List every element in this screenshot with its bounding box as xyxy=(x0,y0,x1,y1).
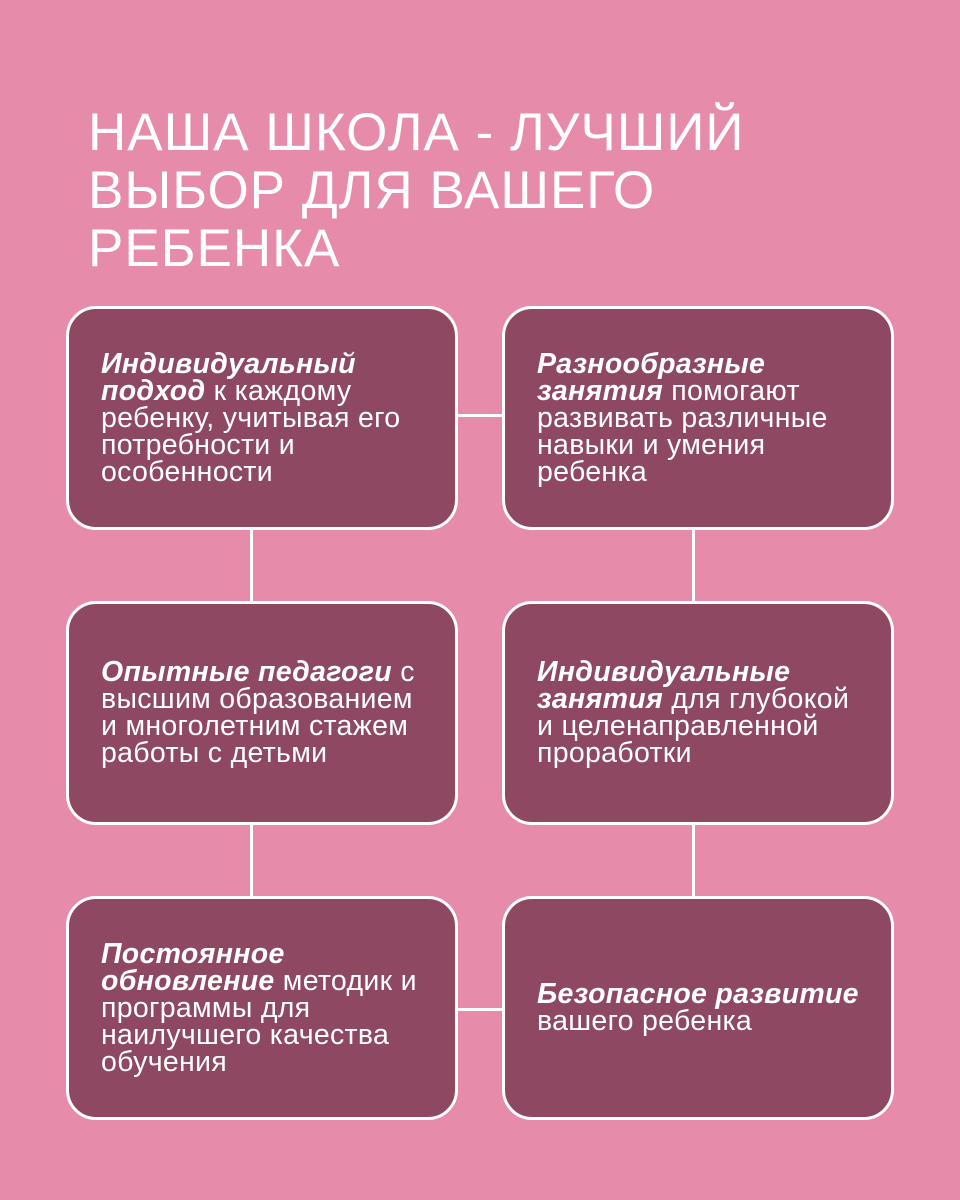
feature-text: Индивидуальные занятия для глубокой и це… xyxy=(537,656,861,769)
title-line-2: ВЫБОР ДЛЯ ВАШЕГО xyxy=(88,161,656,220)
page-title: НАША ШКОЛА - ЛУЧШИЙ ВЫБОР ДЛЯ ВАШЕГО РЕБ… xyxy=(88,104,888,278)
feature-description: с высшим образованием и многолетним стаж… xyxy=(101,656,415,769)
feature-box-safe-development: Безопасное развитие вашего ребенка xyxy=(502,896,894,1120)
feature-highlight: Постоянное обновление xyxy=(101,937,285,997)
title-line-3: РЕБЕНКА xyxy=(88,219,341,278)
feature-box-individual-classes: Индивидуальные занятия для глубокой и це… xyxy=(502,601,894,825)
feature-box-individual-approach: Индивидуальный подход к каждому ребенку,… xyxy=(66,306,458,530)
feature-text: Индивидуальный подход к каждому ребенку,… xyxy=(101,347,425,488)
feature-highlight: Безопасное развитие xyxy=(537,978,859,1010)
connector-left-vertical-2 xyxy=(250,825,253,896)
feature-text: Безопасное развитие вашего ребенка xyxy=(537,978,861,1037)
connector-top-horizontal xyxy=(458,414,502,417)
feature-box-diverse-classes: Разнообразные занятия помогают развивать… xyxy=(502,306,894,530)
feature-highlight: Индивидуальный подход xyxy=(101,347,356,407)
feature-text: Разнообразные занятия помогают развивать… xyxy=(537,347,861,488)
feature-box-constant-updates: Постоянное обновление методик и программ… xyxy=(66,896,458,1120)
connector-bottom-horizontal xyxy=(458,1008,502,1011)
feature-highlight: Разнообразные занятия xyxy=(537,347,766,407)
connector-right-vertical-1 xyxy=(692,530,695,601)
feature-description: вашего ребенка xyxy=(537,1005,753,1037)
feature-description: методик и программы для наилучшего качес… xyxy=(101,964,417,1078)
connector-right-vertical-2 xyxy=(692,825,695,896)
feature-highlight: Опытные педагоги xyxy=(101,656,392,688)
feature-text: Постоянное обновление методик и программ… xyxy=(101,937,425,1078)
feature-highlight: Индивидуальные занятия xyxy=(537,656,791,715)
feature-box-experienced-teachers: Опытные педагоги с высшим образованием и… xyxy=(66,601,458,825)
connector-left-vertical-1 xyxy=(250,530,253,601)
feature-description: к каждому ребенку, учитывая его потребно… xyxy=(101,374,401,488)
feature-description: для глубокой и целенаправленной проработ… xyxy=(537,683,850,769)
feature-description: помогают развивать различные навыки и ум… xyxy=(537,374,828,488)
feature-text: Опытные педагоги с высшим образованием и… xyxy=(101,656,425,769)
title-line-1: НАША ШКОЛА - ЛУЧШИЙ xyxy=(88,103,745,162)
